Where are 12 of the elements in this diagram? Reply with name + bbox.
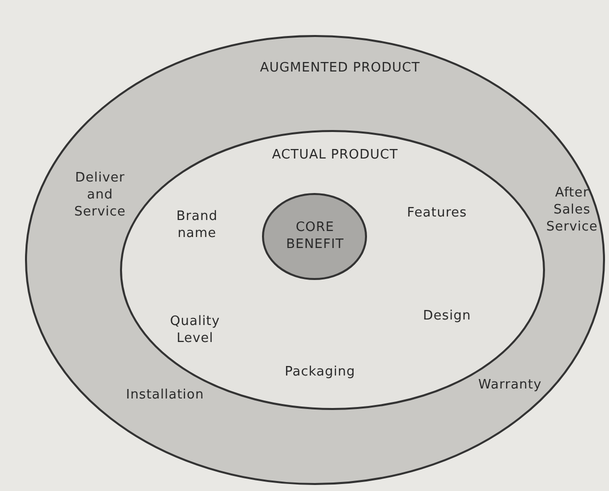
ring-label: Packaging: [284, 364, 356, 380]
ring-label: Installation: [124, 386, 205, 404]
ring-label: Features: [406, 204, 468, 222]
ring-label: Quality Level: [169, 313, 221, 347]
ring-label: Design: [422, 308, 472, 324]
ring-label: Warranty: [477, 376, 543, 394]
ring-title: AUGMENTED PRODUCT: [258, 60, 422, 76]
core-label: CORE BENEFIT: [285, 219, 345, 253]
ring-label: Brand name: [175, 208, 219, 242]
ring-title: ACTUAL PRODUCT: [270, 146, 400, 164]
ring-label: Deliver and Service: [73, 170, 127, 220]
ring-label: After Sales Service: [545, 184, 599, 236]
